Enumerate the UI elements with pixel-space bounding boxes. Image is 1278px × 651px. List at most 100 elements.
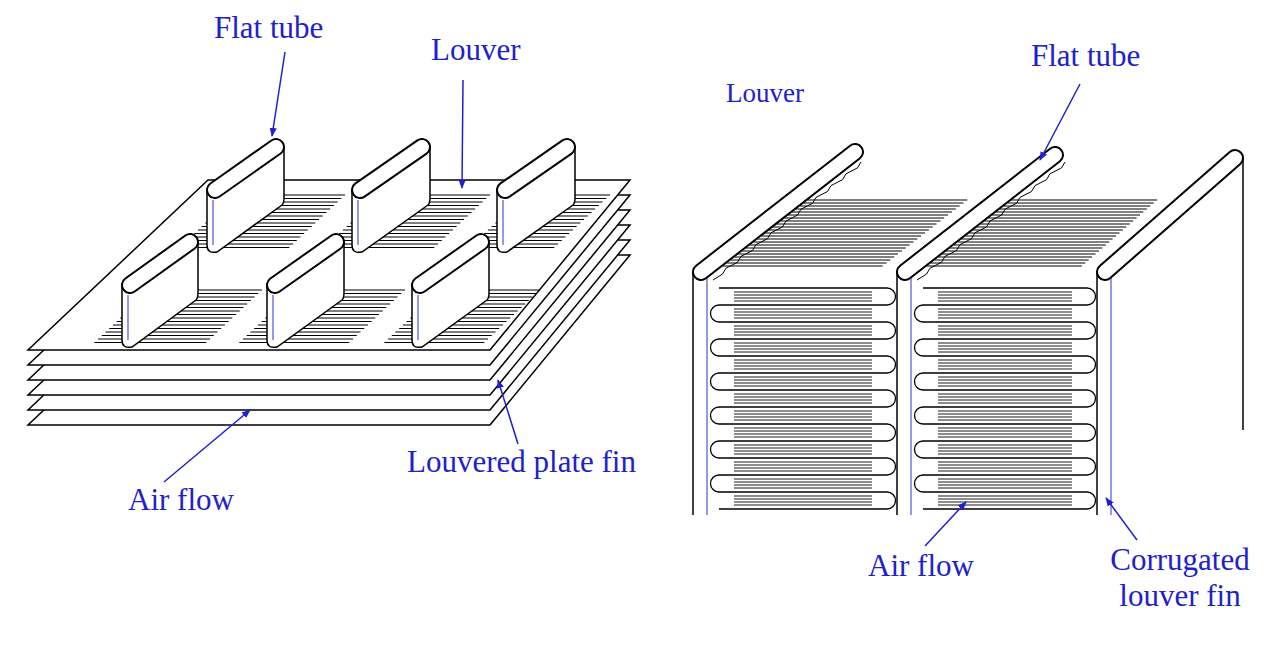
part-label: Louver [726, 78, 804, 109]
louver-line [734, 298, 872, 299]
louver-line [734, 315, 872, 316]
louver-line [734, 380, 872, 381]
louver-line [734, 434, 872, 435]
tube-top-rim [701, 152, 855, 272]
louver-line [938, 437, 1072, 438]
louver-line [187, 240, 297, 241]
label-holder: Air flow [868, 548, 974, 584]
louver-line [734, 326, 872, 327]
tube-body [267, 242, 344, 347]
tube-top-face [215, 147, 276, 190]
louver-line [938, 414, 1072, 415]
louver-line [938, 352, 1072, 353]
louver-line [761, 236, 921, 237]
louver-line [734, 295, 872, 296]
louver-line [938, 295, 1072, 296]
label-holder: Air flow [128, 482, 234, 518]
part-label: Corrugated louver fin [1090, 542, 1270, 613]
louver-line [734, 448, 872, 449]
louver-line [1004, 206, 1151, 207]
louver-line [938, 445, 1072, 446]
louver-line [984, 221, 1133, 222]
label-holder: Louver [726, 78, 804, 109]
louver-line [734, 417, 872, 418]
louver-line [727, 263, 887, 264]
louver-line [734, 465, 872, 466]
louver-line [934, 260, 1088, 261]
tube-edge [213, 200, 214, 245]
louver-line [981, 224, 1130, 225]
part-label: Louvered plate fin [407, 444, 636, 480]
louver-line [961, 239, 1112, 240]
louver-line [734, 335, 872, 336]
louver-line [938, 369, 1072, 370]
louver-line [734, 403, 872, 404]
tube-top-rim [130, 242, 190, 285]
louver-line [734, 502, 872, 503]
louver-line [938, 411, 1072, 412]
louver-line [938, 505, 1072, 506]
louver-line [938, 257, 1092, 258]
louver-line [931, 263, 1086, 264]
louver-line [938, 462, 1072, 463]
tube-edge [707, 278, 708, 515]
tube-body [412, 242, 489, 347]
tube-top-face [1105, 158, 1235, 272]
louver-line [734, 301, 872, 302]
tube-top-rim [275, 242, 336, 285]
louver-line [730, 260, 890, 261]
louver-line [938, 496, 1072, 497]
louver-line [973, 230, 1123, 231]
louver-line [938, 431, 1072, 432]
louver-line [965, 236, 1116, 237]
louver-line [969, 233, 1119, 234]
tube-top-face [505, 147, 567, 190]
tube-edge [692, 272, 694, 515]
louver-line [938, 301, 1072, 302]
louver-line [938, 360, 1072, 361]
louver-line [734, 420, 872, 421]
tube-edge [128, 295, 129, 340]
louver-line [1000, 209, 1147, 210]
tube-edge [1111, 278, 1112, 515]
louver-line [938, 479, 1072, 480]
louver-line [938, 386, 1072, 387]
leader-arrow [925, 502, 966, 546]
tube-edge [1242, 158, 1244, 430]
louver-line [754, 242, 914, 243]
louver-line [938, 326, 1072, 327]
louver-line [734, 414, 872, 415]
louver-line [938, 434, 1072, 435]
louver-line [738, 254, 898, 255]
louver-line [938, 315, 1072, 316]
louver-line [94, 342, 206, 343]
tube-edge [911, 278, 912, 515]
louver-line [98, 339, 210, 340]
louver-line [384, 342, 484, 343]
louver-line [734, 366, 872, 367]
louver-line [1011, 200, 1157, 201]
tube-top-face [275, 242, 336, 285]
louver-line [734, 352, 872, 353]
louver-line [938, 343, 1072, 344]
tube-top-face [905, 155, 1055, 272]
louver-line [938, 468, 1072, 469]
louver-line [938, 400, 1072, 401]
louver-line [938, 332, 1072, 333]
louver-line [938, 485, 1072, 486]
tube-body [352, 147, 430, 252]
tube-top-face [130, 242, 190, 285]
tube-top-face [420, 242, 481, 285]
part-label: Flat tube [1031, 38, 1140, 74]
louver-line [734, 485, 872, 486]
louver-line [734, 499, 872, 500]
tube-top-rim [1105, 158, 1235, 272]
louver-line [734, 257, 894, 258]
leader-arrow [1106, 498, 1137, 540]
louver-line [788, 215, 948, 216]
louver-line [780, 221, 940, 222]
louver-line [938, 349, 1072, 350]
tube-edge [273, 295, 274, 340]
